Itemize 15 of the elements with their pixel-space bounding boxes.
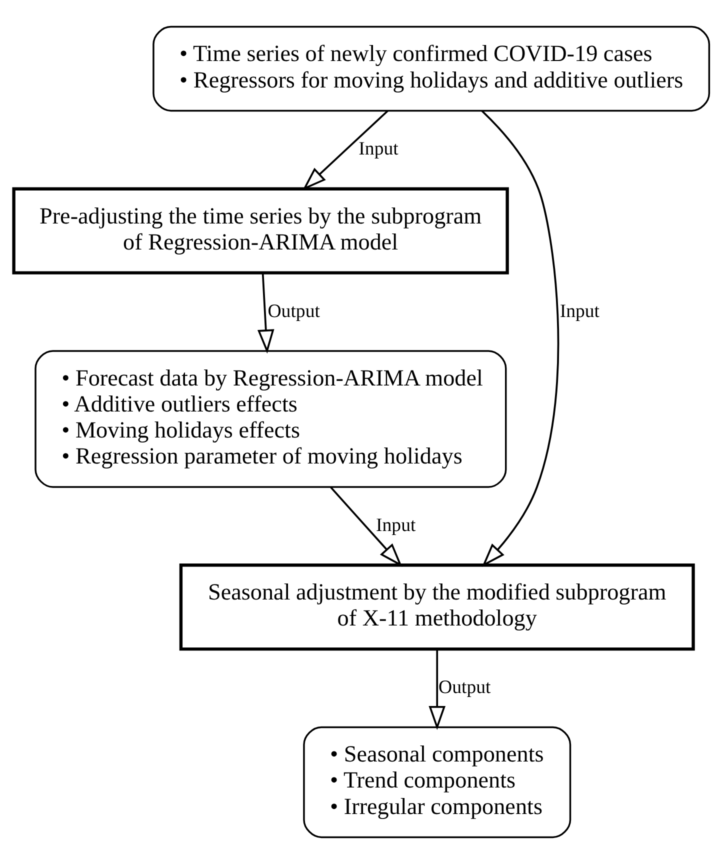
edge-label: Input	[358, 138, 398, 160]
edge-label: Output	[268, 300, 320, 322]
arrow	[257, 272, 274, 354]
arrow	[428, 649, 446, 730]
edge-label: Input	[376, 514, 416, 536]
arrow	[330, 486, 402, 567]
edge-label: Input	[560, 300, 600, 322]
arrow	[481, 110, 560, 567]
arrow	[302, 110, 388, 190]
edge-label: Output	[438, 677, 491, 698]
node-box: • Time series of newly confirmed COVID-19 cases • Regressors for moving holidays and additive outliers	[152, 26, 710, 112]
node-box: Seasonal adjustment by the modified subprogram of X-11 methodology	[179, 564, 695, 651]
node-box: • Forecast data by Regression-ARIMA model • Additive outliers effects • Moving holidays effects • Regression parameter of moving holidays	[34, 350, 507, 488]
node-box: Pre-adjusting the time series by the subprogram of Regression-ARIMA model	[12, 187, 509, 274]
node-box: • Seasonal components • Trend components • Irregular components	[303, 726, 572, 838]
